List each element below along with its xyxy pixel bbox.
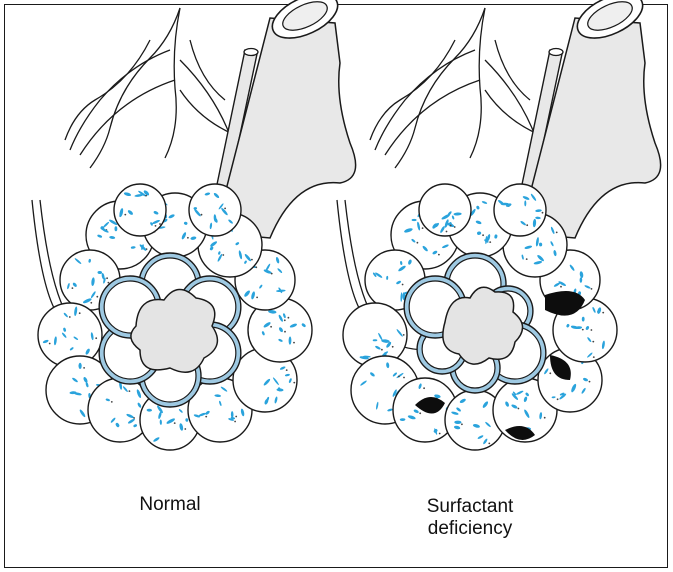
alveolus <box>494 184 546 236</box>
alveolus <box>189 184 241 236</box>
normal-alveoli-panel <box>32 0 356 450</box>
surfactant-label-line2: deficiency <box>390 518 550 540</box>
alveolus <box>114 184 166 236</box>
alveolus <box>419 184 471 236</box>
surfactant-deficiency-alveoli-panel <box>337 0 661 450</box>
surfactant-label-line1: Surfactant <box>390 496 550 518</box>
normal-label: Normal <box>100 494 240 516</box>
surfactant-deficiency-label: Surfactant deficiency <box>390 496 550 540</box>
